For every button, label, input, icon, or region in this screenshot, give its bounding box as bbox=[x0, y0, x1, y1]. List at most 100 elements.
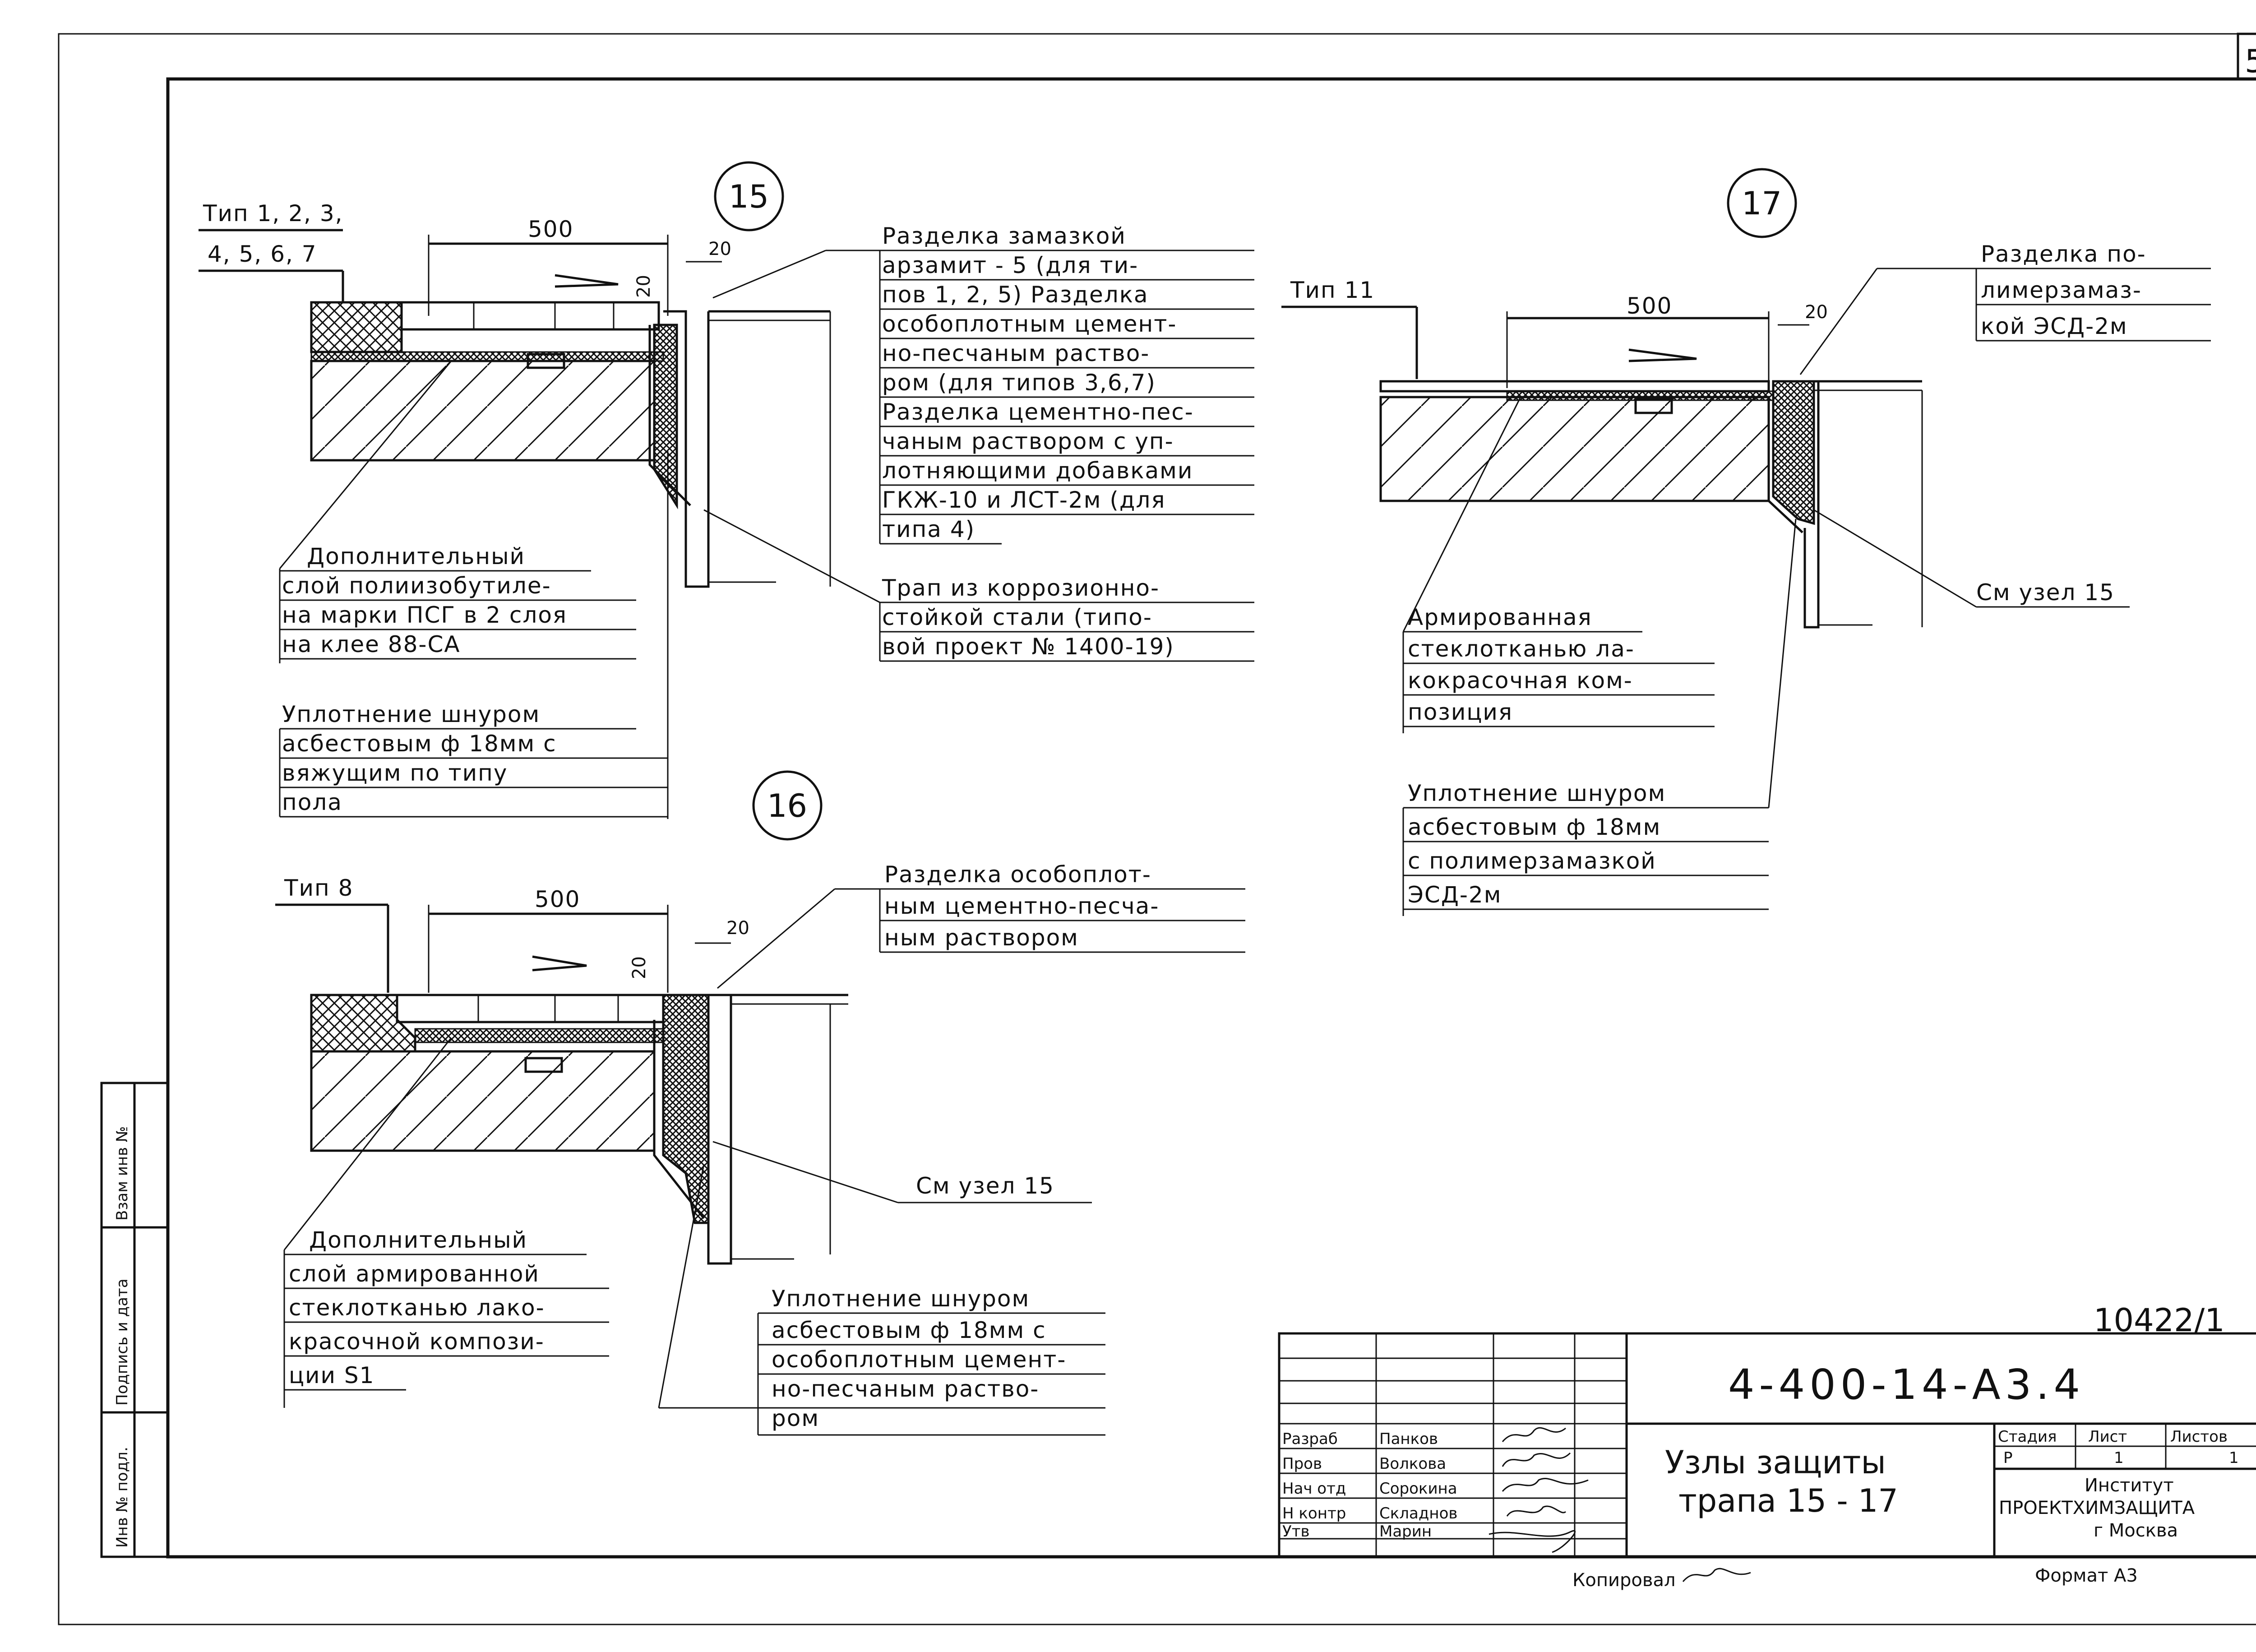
role-label: Нач отд bbox=[1282, 1480, 1346, 1498]
node-16-note-left-line: слой армированной bbox=[289, 1261, 540, 1287]
stage-header: Стадия bbox=[1998, 1428, 2057, 1446]
sheets-header: Листов bbox=[2170, 1428, 2228, 1446]
node-16: 16 Тип 8 500 20 20 bbox=[275, 770, 1245, 1436]
node-17-note-seal-line: с полимерзамазкой bbox=[1408, 848, 1656, 874]
sheet-number: 53 bbox=[2245, 43, 2256, 80]
outer-border bbox=[58, 33, 2256, 1625]
stamp-replace-inv: Взам инв № bbox=[113, 1126, 131, 1221]
stage-value: Р bbox=[2003, 1449, 2013, 1467]
node-16-note-left: Дополнительный слой армированной стеклот… bbox=[284, 1227, 609, 1391]
node-15-note-right-line: особоплотным цемент- bbox=[882, 311, 1177, 337]
stamp-signature-date: Подпись и дата bbox=[113, 1278, 131, 1406]
org-line: Институт bbox=[2085, 1475, 2174, 1496]
node-16-note-right-line: ным цементно-песча- bbox=[884, 893, 1159, 919]
node-15-note-left-line: слой полиизобутиле- bbox=[282, 573, 551, 599]
node-16-note-right-line: ным раствором bbox=[884, 925, 1079, 951]
person-name: Волкова bbox=[1379, 1455, 1446, 1473]
node-17-dim-500: 500 bbox=[1627, 293, 1672, 319]
node-15-note-seal-line: асбестовым ф 18мм с bbox=[282, 731, 557, 757]
node-16-note-seal-line: Уплотнение шнуром bbox=[772, 1286, 1030, 1312]
sheet-number-box bbox=[2237, 32, 2256, 80]
node-17-note-seal: Уплотнение шнуром асбестовым ф 18мм с по… bbox=[1402, 780, 1769, 916]
title-line: трапа 15 - 17 bbox=[1678, 1482, 1898, 1519]
node-16-dim-20-vert: 20 bbox=[629, 956, 650, 979]
node-16-see-ref: См узел 15 bbox=[916, 1173, 1054, 1199]
stamp-inv-podl: Инв № подл. bbox=[113, 1447, 131, 1548]
node-16-dim-500: 500 bbox=[535, 886, 580, 912]
title-line: Узлы защиты bbox=[1665, 1444, 1886, 1481]
node-16-note-left-line: ции S1 bbox=[289, 1362, 374, 1388]
node-16-note-seal: Уплотнение шнуром асбестовым ф 18мм с ос… bbox=[757, 1286, 1105, 1436]
copied-by-signature bbox=[1682, 1568, 1751, 1582]
node-17-see-ref: См узел 15 bbox=[1976, 579, 2115, 606]
person-name: Марин bbox=[1379, 1522, 1432, 1541]
node-17-note-right-line: Разделка по- bbox=[1981, 241, 2146, 267]
node-16-note-left-line: Дополнительный bbox=[309, 1227, 527, 1253]
node-15-note-seal-line: вяжущим по типу bbox=[282, 760, 508, 786]
node-15: 15 Тип 1, 2, 3, 4, 5, 6, 7 500 20 20 bbox=[199, 161, 1254, 819]
node-16-note-left-line: стеклотканью лако- bbox=[289, 1295, 545, 1321]
node-15-note-right-line: Разделка замазкой bbox=[882, 223, 1126, 249]
node-15-dim-500: 500 bbox=[528, 216, 573, 242]
doc-code: 4-400-14-А3.4 bbox=[1728, 1360, 2085, 1409]
node-16-circle bbox=[752, 770, 823, 841]
node-17-note-left: Армированная стеклотканью ла- кокрасочна… bbox=[1403, 604, 1715, 727]
node-16-note-seal-line: ром bbox=[772, 1405, 819, 1431]
node-17-note-seal-line: ЭСД-2м bbox=[1408, 882, 1502, 908]
signatures bbox=[1489, 1427, 1589, 1553]
node-17-note-left-line: стеклотканью ла- bbox=[1408, 636, 1635, 662]
role-label: Разраб bbox=[1282, 1430, 1338, 1448]
node-17-circle bbox=[1727, 168, 1797, 238]
node-15-note-right-line: ром (для типов 3,6,7) bbox=[882, 370, 1156, 396]
person-name: Панков bbox=[1379, 1430, 1438, 1448]
node-16-note-seal-line: но-песчаным раство- bbox=[772, 1376, 1039, 1402]
node-15-note-left-line: Дополнительный bbox=[307, 543, 525, 569]
org-line: ПРОЕКТХИМЗАЩИТА bbox=[1999, 1498, 2195, 1518]
format-label: Формат А3 bbox=[2035, 1565, 2138, 1586]
node-15-note-trap-line: Трап из коррозионно- bbox=[882, 575, 1160, 601]
node-15-note-seal-line: Уплотнение шнуром bbox=[282, 701, 540, 727]
node-17-note-seal-line: асбестовым ф 18мм bbox=[1408, 814, 1661, 840]
person-name: Сорокина bbox=[1379, 1480, 1457, 1498]
node-15-note-trap-line: стойкой стали (типо- bbox=[882, 604, 1152, 630]
node-17-note-right-line: кой ЭСД-2м bbox=[1981, 313, 2128, 339]
person-name: Складнов bbox=[1379, 1504, 1457, 1522]
role-label: Н контр bbox=[1282, 1504, 1346, 1522]
node-15-dim-20-top: 20 bbox=[708, 239, 731, 259]
node-15-note-left-line: на клее 88-СА bbox=[282, 631, 461, 657]
node-17-number: 17 bbox=[1742, 185, 1782, 222]
node-17-note-right: Разделка по- лимерзамаз- кой ЭСД-2м bbox=[1975, 241, 2211, 342]
node-16-note-seal-line: асбестовым ф 18мм с bbox=[772, 1317, 1046, 1343]
side-stamp: Инв № подл. Подпись и дата Взам инв № bbox=[100, 1082, 169, 1558]
node-15-note-right-line: ГКЖ-10 и ЛСТ-2м (для bbox=[882, 487, 1165, 513]
node-16-type-label: Тип 8 bbox=[284, 875, 353, 901]
node-16-dim-20-top: 20 bbox=[726, 918, 749, 939]
node-15-note-trap-line: вой проект № 1400-19) bbox=[882, 634, 1174, 660]
node-15-circle bbox=[714, 161, 784, 231]
node-16-note-left-line: красочной компози- bbox=[289, 1328, 545, 1355]
node-15-note-right: Разделка замазкой арзамит - 5 (для ти- п… bbox=[879, 223, 1254, 545]
role-label: Утв bbox=[1282, 1522, 1310, 1541]
node-15-note-right-line: типа 4) bbox=[882, 516, 975, 542]
role-label: Пров bbox=[1282, 1455, 1322, 1473]
node-17-type-label: Тип 11 bbox=[1290, 277, 1375, 303]
node-16-note-right-line: Разделка особоплот- bbox=[884, 861, 1151, 888]
node-15-dim-20-vert: 20 bbox=[633, 275, 654, 298]
copied-by: Копировал bbox=[1572, 1570, 1676, 1591]
title-block: 4-400-14-А3.4 Узлы защиты трапа 15 - 17 … bbox=[1278, 1332, 2256, 1558]
node-15-note-right-line: Разделка цементно-пес- bbox=[882, 399, 1194, 425]
node-15-note-left-line: на марки ПСГ в 2 слоя bbox=[282, 602, 567, 628]
node-15-note-seal: Уплотнение шнуром асбестовым ф 18мм с вя… bbox=[279, 701, 668, 818]
node-17-note-left-line: Армированная bbox=[1408, 604, 1592, 630]
org-line: г Москва bbox=[2094, 1520, 2178, 1541]
node-16-note-right: Разделка особоплот- ным цементно-песча- … bbox=[879, 861, 1245, 953]
node-15-number: 15 bbox=[729, 178, 769, 215]
node-15-note-right-line: пов 1, 2, 5) Разделка bbox=[882, 282, 1149, 308]
node-15-type-label-1: Тип 1, 2, 3, bbox=[203, 200, 343, 227]
node-15-note-right-line: лотняющими добавками bbox=[882, 458, 1193, 484]
node-15-type-label-2: 4, 5, 6, 7 bbox=[208, 241, 317, 267]
node-15-note-left: Дополнительный слой полиизобутиле- на ма… bbox=[280, 543, 636, 660]
node-17-note-left-line: кокрасочная ком- bbox=[1408, 667, 1633, 694]
sheet-value: 1 bbox=[2114, 1449, 2124, 1467]
